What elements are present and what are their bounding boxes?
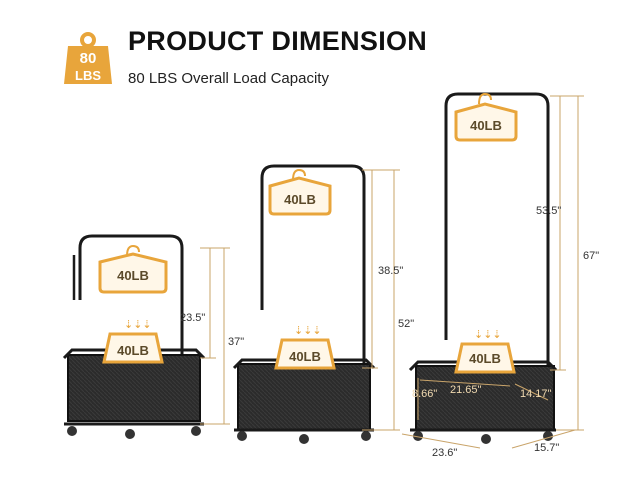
badge-unit: LBS (75, 68, 101, 83)
basket-load-label: 40LB (289, 349, 321, 364)
badge-number: 80 (79, 50, 97, 67)
hanger-load-label: 40LB (470, 118, 502, 133)
rack-medium: ⇣⇣⇣ (232, 164, 400, 444)
inner-height-label: 23.5" (180, 312, 206, 324)
basket-load-label: 40LB (469, 351, 501, 366)
page-subtitle: 80 LBS Overall Load Capacity (128, 70, 329, 87)
inner-height-label: 38.5" (378, 265, 404, 277)
weight-badge: 80 LBS (62, 30, 114, 86)
hanger-load-label: 40LB (284, 192, 316, 207)
rack-small: ⇣⇣⇣ (62, 234, 230, 439)
basket-load-label: 40LB (117, 343, 149, 358)
basket-depth-label: 14.17" (520, 388, 552, 400)
base-width-label: 23.6" (432, 447, 458, 459)
basket-width-label: 21.65" (450, 384, 482, 396)
svg-text:⇣⇣⇣: ⇣⇣⇣ (124, 319, 152, 331)
page-title: PRODUCT DIMENSION (128, 26, 428, 56)
total-height-label: 37" (228, 336, 245, 348)
total-height-label: 52" (398, 318, 415, 330)
weight-icon (64, 32, 112, 84)
basket-height-label: 8.66" (412, 388, 438, 400)
hanger-load-label: 40LB (117, 268, 149, 283)
svg-text:⇣⇣⇣: ⇣⇣⇣ (294, 325, 322, 337)
svg-text:⇣⇣⇣: ⇣⇣⇣ (474, 329, 502, 341)
total-height-label: 67" (583, 250, 600, 262)
base-depth-label: 15.7" (534, 442, 560, 454)
inner-height-label: 53.5" (536, 205, 562, 217)
rack-large: ⇣⇣⇣ (401, 92, 584, 449)
